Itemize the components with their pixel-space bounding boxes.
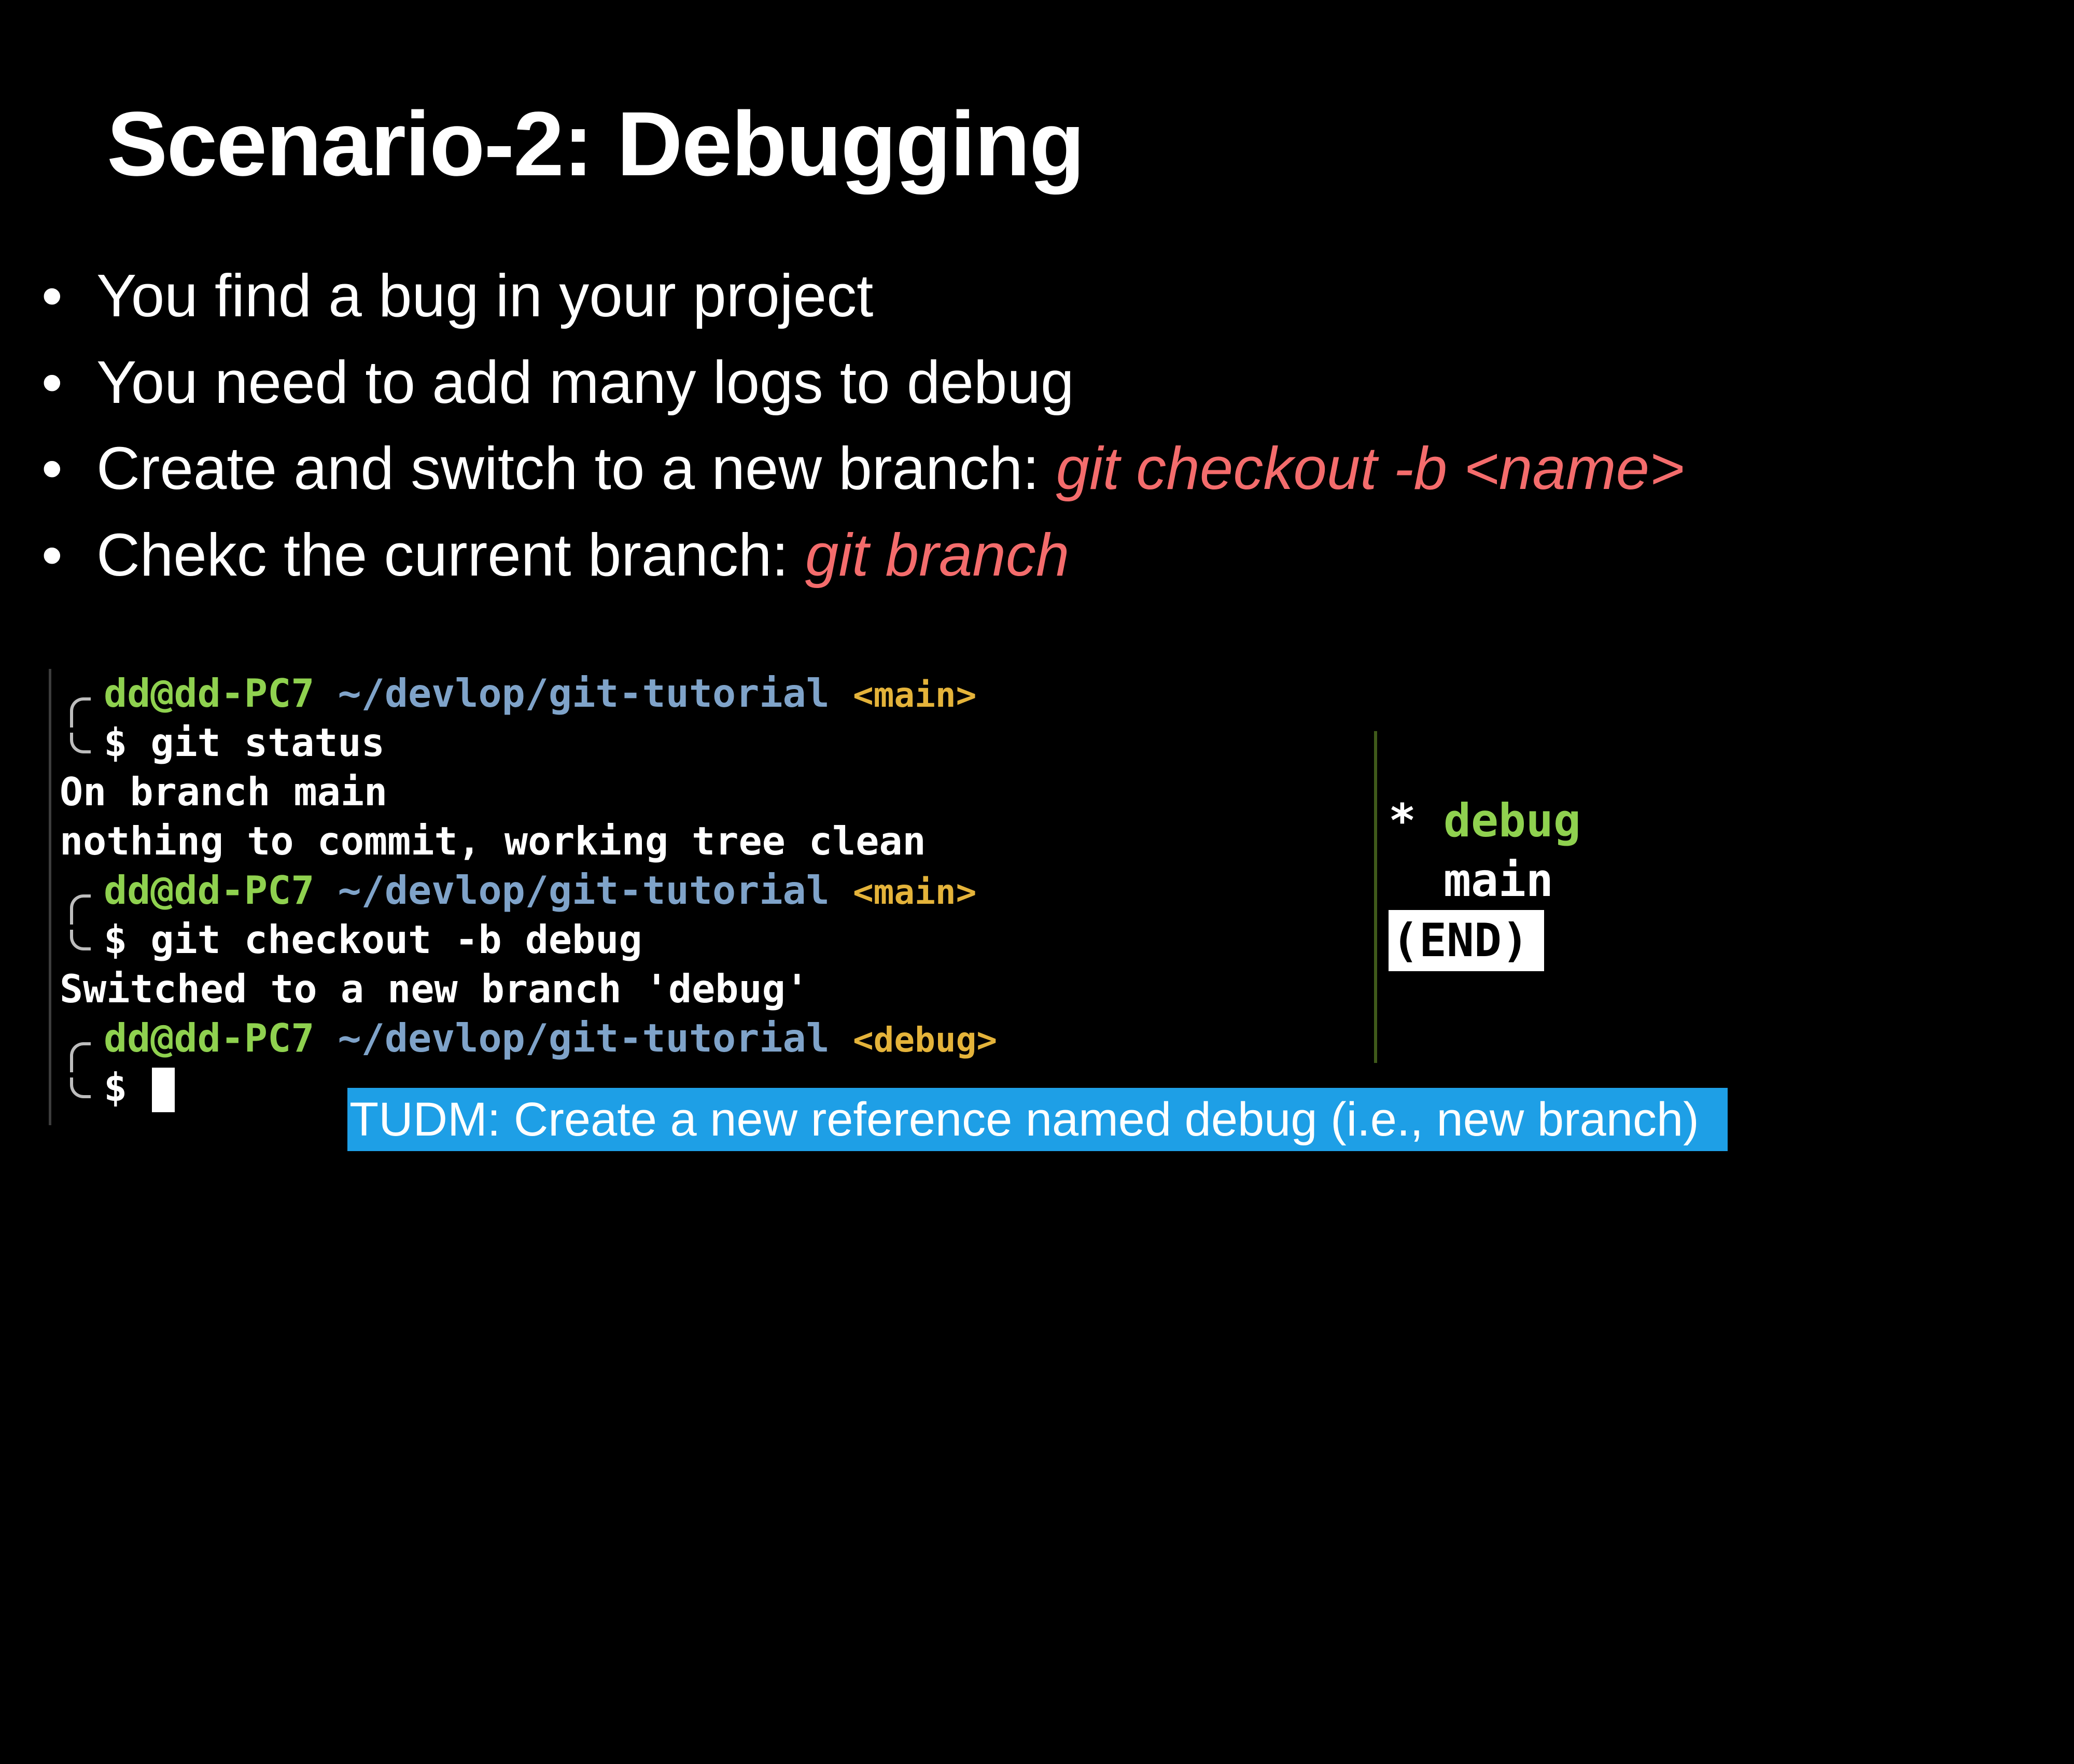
bullet-marker: • [41,521,63,589]
bullet-text: You need to add many logs to debug [96,348,1074,416]
bullet-marker: • [41,262,63,329]
branch-panel-border [1374,731,1377,1063]
branch-list-panel: * debug main (END) [1369,731,1587,1063]
prompt-user: dd@dd-PC7 [104,867,315,913]
terminal-session: dd@dd-PC7 ~/devlop/git-tutorial <main> $… [0,669,1348,1136]
command-line: $ git status [104,718,385,767]
caption-bar: TUDM: Create a new reference named debug… [347,1088,1728,1151]
prompt-bracket-top [70,894,91,925]
bullet-command: git branch [805,521,1070,589]
prompt-branch: <main> [852,872,977,912]
bullet-item: • You find a bug in your project [41,259,873,332]
output-line: On branch main [60,769,388,815]
prompt-branch: <debug> [852,1020,998,1060]
bullet-marker: • [41,435,63,502]
command-text: git status [150,720,385,765]
bullet-item: • Create and switch to a new branch: git … [41,432,1685,505]
branch-name: main [1443,853,1553,907]
slide: Scenario-2: Debugging • You find a bug in… [0,93,1728,1151]
bullet-text: Create and switch to a new branch: [96,435,1056,502]
branch-item-current: * debug [1389,791,1581,850]
bullet-text: Chekc the current branch: [96,521,805,589]
bullet-marker: • [41,348,63,416]
prompt-bracket-top [70,697,91,727]
prompt-path: ~/devlop/git-tutorial [338,867,830,913]
command-text: git checkout -b debug [150,917,642,962]
current-branch-marker: * [1389,794,1416,847]
bullet-command: git checkout -b <name> [1056,435,1685,502]
command-line: $ [104,1063,175,1113]
output-line: Switched to a new branch 'debug' [60,966,809,1012]
prompt-symbol: $ [104,917,128,962]
prompt-symbol: $ [104,720,128,765]
prompt-bracket-bottom [70,1077,91,1098]
branch-item: main [1389,850,1553,910]
prompt-bracket-top [70,1042,91,1072]
command-line: $ git checkout -b debug [104,915,642,964]
terminal-left-border [49,669,51,1125]
prompt-path: ~/devlop/git-tutorial [338,670,830,716]
prompt-branch: <main> [852,675,977,715]
prompt-line: dd@dd-PC7 ~/devlop/git-tutorial <debug> [104,1014,997,1063]
bullet-text: You find a bug in your project [96,262,874,329]
prompt-user: dd@dd-PC7 [104,1015,315,1061]
prompt-bracket-bottom [70,733,91,753]
prompt-line: dd@dd-PC7 ~/devlop/git-tutorial <main> [104,866,976,915]
output-line: nothing to commit, working tree clean [60,818,926,864]
pager-end-marker: (END) [1389,910,1544,971]
bullet-item: • Chekc the current branch: git branch [41,519,1069,591]
bullet-item: • You need to add many logs to debug [41,346,1074,418]
prompt-symbol: $ [104,1065,128,1110]
terminal-cursor [152,1068,175,1113]
prompt-line: dd@dd-PC7 ~/devlop/git-tutorial <main> [104,669,976,718]
slide-title: Scenario-2: Debugging [107,93,1085,195]
current-branch-name: debug [1443,794,1581,847]
prompt-path: ~/devlop/git-tutorial [338,1015,830,1061]
prompt-user: dd@dd-PC7 [104,670,315,716]
prompt-bracket-bottom [70,930,91,950]
